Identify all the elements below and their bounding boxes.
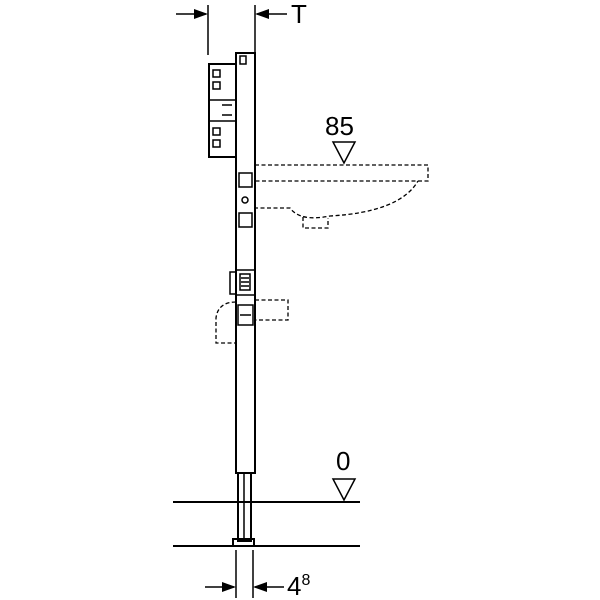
basin-mount-clips bbox=[238, 172, 253, 228]
level-triangle-icon bbox=[331, 478, 357, 502]
bracket-hole-icon bbox=[212, 69, 221, 78]
washbasin-bowl bbox=[254, 180, 419, 219]
bracket-hole-icon bbox=[212, 139, 221, 148]
basin-level-label: 85 bbox=[325, 111, 354, 141]
leg-label-superscript: 8 bbox=[301, 572, 310, 589]
depth-arrow-left-icon bbox=[194, 9, 208, 19]
basin-clip-upper bbox=[238, 172, 253, 188]
floor bbox=[173, 501, 360, 547]
drain-spigot bbox=[255, 299, 289, 321]
level-triangle-icon bbox=[331, 141, 357, 165]
depth-label: T bbox=[291, 0, 307, 29]
leg-arrow-left-icon bbox=[222, 582, 236, 592]
trap-outline bbox=[215, 299, 289, 344]
floor-level-marker: 0 bbox=[331, 446, 357, 502]
basin-fixing-point-icon bbox=[241, 196, 249, 204]
supply-box-inner bbox=[239, 273, 251, 291]
leg-arrow-right-icon bbox=[253, 582, 267, 592]
upper-bracket-assembly bbox=[208, 63, 237, 158]
supply-bracket bbox=[229, 271, 237, 295]
washbasin-rim bbox=[254, 164, 429, 182]
upper-bracket-plate bbox=[208, 63, 237, 158]
supply-connection bbox=[229, 269, 256, 296]
frame-post-top-notch bbox=[239, 55, 247, 65]
bracket-hole-icon bbox=[212, 127, 221, 136]
washbasin-drain bbox=[302, 217, 329, 229]
bracket-hole-icon bbox=[212, 81, 221, 90]
washbasin-outline bbox=[254, 164, 429, 229]
drain-connector bbox=[237, 304, 254, 326]
basin-clip-lower bbox=[238, 212, 253, 228]
basin-level-marker: 85 bbox=[325, 111, 357, 165]
depth-arrow-right-icon bbox=[255, 9, 269, 19]
leg-label: 48 bbox=[287, 571, 310, 600]
floor-level-label: 0 bbox=[336, 446, 350, 476]
depth-dimension: T bbox=[176, 0, 307, 55]
frame-post-body bbox=[235, 52, 256, 474]
leg-dimension: 48 bbox=[205, 550, 310, 600]
leg-label-base: 4 bbox=[287, 571, 301, 600]
siphon-trap bbox=[215, 301, 237, 344]
